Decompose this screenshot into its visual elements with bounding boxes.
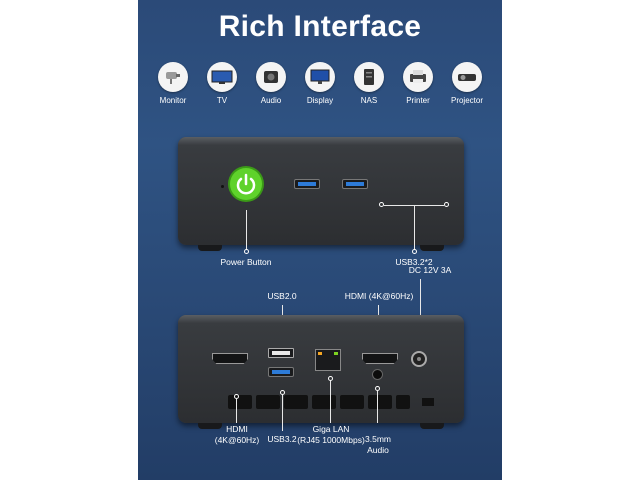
usb32-callout-line (282, 395, 283, 431)
lan-callout-dot (328, 376, 333, 381)
device-icon-row: Monitor TV Audio Display NAS (148, 62, 492, 114)
usb2-label: USB2.0 (267, 291, 297, 301)
lan-label-line2: (RJ45 1000Mbps) (297, 435, 365, 445)
printer-item: Printer (393, 62, 443, 105)
usb32-label: USB3.2 (267, 434, 297, 444)
hdmi-port (212, 353, 248, 364)
audio-label-line2: Audio (367, 445, 389, 455)
usb-callout-dot (444, 202, 449, 207)
device-foot (198, 423, 222, 429)
usb-callout-dot (412, 249, 417, 254)
device-top-edge (178, 315, 464, 323)
audio-item: Audio (246, 62, 296, 105)
printer-icon (403, 62, 433, 92)
dc-power-label: DC 12V 3A (408, 265, 452, 275)
page-title: Rich Interface (218, 10, 422, 43)
hdmi-left-callout-dot (234, 394, 239, 399)
device-foot (420, 245, 444, 251)
icon-label: Projector (450, 96, 483, 105)
monitor-camera-icon (158, 62, 188, 92)
device-foot (420, 423, 444, 429)
device-foot (198, 245, 222, 251)
vent-slot (396, 395, 410, 409)
power-button[interactable] (230, 168, 262, 200)
audio-jack (372, 369, 383, 380)
dc-jack (411, 351, 427, 367)
display-icon (305, 62, 335, 92)
monitor-item: Monitor (148, 62, 198, 105)
lan-callout-line (330, 381, 331, 423)
vent-slot (368, 395, 392, 409)
icon-label: Printer (406, 96, 430, 105)
usb32-callout-dot (280, 390, 285, 395)
audio-label: 3.5mm Audio (354, 434, 402, 456)
vent-slot (340, 395, 364, 409)
vent-slot (284, 395, 308, 409)
usb-callout-dot (379, 202, 384, 207)
indicator-led (221, 185, 224, 188)
icon-label: NAS (360, 96, 378, 105)
usb32-x2-label: USB3.2*2 (395, 257, 433, 267)
usb-callout-line (414, 205, 415, 250)
power-callout-line (246, 210, 247, 250)
audio-label-line1: 3.5mm (365, 434, 391, 444)
hdmi-top-label: HDMI (4K@60Hz) (344, 291, 414, 301)
tv-icon (207, 62, 237, 92)
vent-slot (256, 395, 280, 409)
icon-label: Monitor (159, 96, 187, 105)
rear-panel-device (178, 315, 464, 429)
icon-label: TV (216, 96, 228, 105)
display-item: Display (295, 62, 345, 105)
hdmi-left-label-line1: HDMI (226, 424, 248, 434)
device-top-edge (178, 137, 464, 145)
nas-item: NAS (344, 62, 394, 105)
hdmi-left-callout-line (236, 399, 237, 423)
speaker-icon (256, 62, 286, 92)
dc-callout-line (420, 279, 421, 323)
usb32-port (268, 367, 294, 377)
nas-icon (354, 62, 384, 92)
icon-label: Display (306, 96, 334, 105)
kensington-lock-slot (422, 398, 434, 406)
projector-icon (452, 62, 482, 92)
front-panel-device (178, 137, 464, 251)
vent-slot (312, 395, 336, 409)
power-callout-dot (244, 249, 249, 254)
audio-callout-line (377, 391, 378, 423)
hdmi-left-label: HDMI (4K@60Hz) (202, 424, 272, 446)
power-button-label: Power Button (220, 257, 272, 267)
vent-slot (228, 395, 252, 409)
projector-item: Projector (442, 62, 492, 105)
tv-item: TV (197, 62, 247, 105)
icon-label: Audio (260, 96, 282, 105)
hdmi-port-2 (362, 353, 398, 364)
product-panel: Rich Interface Monitor TV Audio Display (138, 0, 502, 480)
audio-callout-dot (375, 386, 380, 391)
usb3-port (342, 179, 368, 189)
lan-label-line1: Giga LAN (312, 424, 350, 434)
power-icon (236, 173, 256, 195)
hdmi-left-label-line2: (4K@60Hz) (214, 435, 260, 445)
rj45-port (315, 349, 341, 371)
lan-label: Giga LAN (RJ45 1000Mbps) (288, 424, 374, 446)
usb2-port (268, 348, 294, 358)
usb3-port (294, 179, 320, 189)
